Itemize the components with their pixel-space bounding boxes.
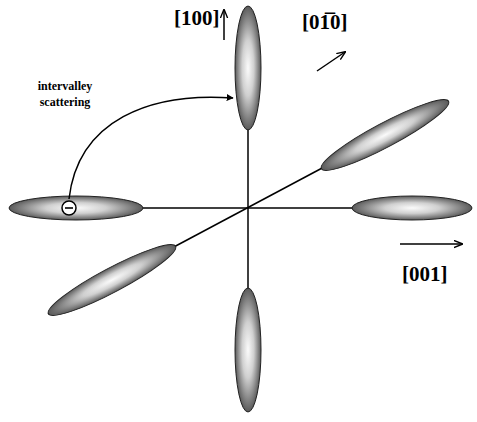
annotation-text: intervalley scattering xyxy=(30,78,100,110)
electron-symbol xyxy=(65,207,73,209)
valley-ellipsoid xyxy=(352,196,472,220)
direction-label: [01̅0] xyxy=(302,10,348,35)
valley-ellipsoid xyxy=(235,288,261,412)
valley-ellipsoid xyxy=(235,6,261,130)
direction-label: [100] xyxy=(174,6,220,31)
direction-arrow xyxy=(400,243,462,245)
electron-symbol xyxy=(62,201,76,215)
direction-label: [001] xyxy=(402,262,448,287)
direction-arrow xyxy=(317,52,345,71)
valley-ellipsoid xyxy=(43,236,181,325)
valley-ellipsoid xyxy=(9,196,143,220)
scattering-arrow xyxy=(69,97,233,199)
direction-arrow xyxy=(223,10,225,40)
valley-ellipsoid xyxy=(316,91,454,180)
